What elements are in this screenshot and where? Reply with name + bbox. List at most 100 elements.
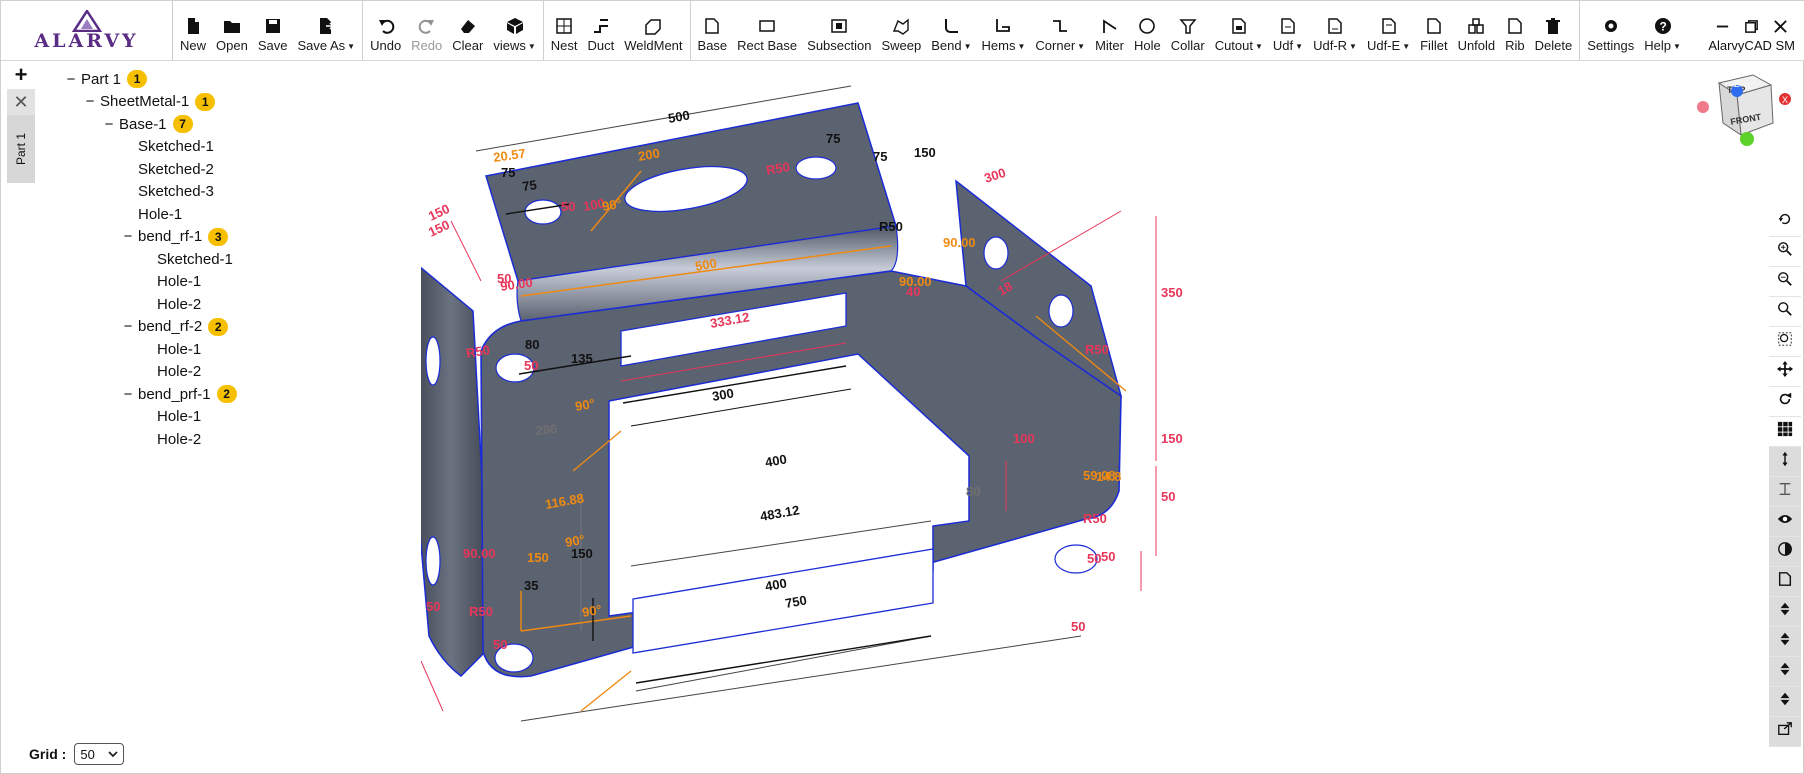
zoom-out-button[interactable] [1769,267,1801,297]
dimension-label[interactable]: 300 [982,165,1007,186]
close-icon[interactable] [1773,19,1788,34]
eye-button[interactable] [1769,507,1801,537]
help-button[interactable]: ?Help▼ [1639,1,1686,60]
grid-select[interactable]: 50 [74,743,125,765]
udfr-button[interactable]: Udf-R▼ [1308,1,1362,60]
new-button[interactable]: New [175,1,211,60]
dimension-label[interactable]: R50 [765,159,791,178]
settings-button[interactable]: Settings [1582,1,1639,60]
tree-node[interactable]: Hole-2 [61,293,237,316]
dimension-label[interactable]: 100 [1013,431,1035,446]
dimension-label[interactable]: 14.8 [1096,469,1121,484]
udfe-button[interactable]: Udf-E▼ [1362,1,1415,60]
collar-button[interactable]: Collar [1166,1,1210,60]
dimension-label[interactable]: 50 [426,599,440,614]
tree-node[interactable]: Sketched-1 [61,248,237,271]
dimension-label[interactable]: 90° [574,396,596,414]
add-part-button[interactable]: + [14,62,28,87]
dimension-label[interactable]: 90.00 [463,546,496,561]
corner-button[interactable]: Corner▼ [1030,1,1090,60]
dimension-label[interactable]: 90.00 [899,274,932,289]
tree-node[interactable]: Hole-1 [61,406,237,429]
maximize-icon[interactable] [1744,19,1759,34]
collapse-toggle-icon[interactable]: − [104,115,114,133]
dimension-label[interactable]: 150 [527,550,549,565]
bend-button[interactable]: Bend▼ [926,1,976,60]
zoom-in-button[interactable] [1769,237,1801,267]
dimension-label[interactable]: R50 [469,604,493,619]
dimension-label[interactable]: 150 [571,546,593,561]
unfold-button[interactable]: Unfold [1453,1,1501,60]
dimension-label[interactable]: 20.57 [492,146,526,165]
dimension-label[interactable]: 400 [764,575,788,594]
grid-button[interactable] [1769,417,1801,447]
dimension-label[interactable]: 75 [826,131,840,146]
dimension-label[interactable]: 350 [1161,285,1183,300]
dimension-label[interactable]: 18 [995,278,1015,298]
subsection-button[interactable]: Subsection [802,1,876,60]
dimension-label[interactable]: 50 [1087,551,1101,566]
dimension-label[interactable]: R50 [1085,342,1109,357]
view-cube[interactable]: TOP FRONT Z X [1691,65,1799,173]
undo-button[interactable]: Undo [365,1,406,60]
dimension-label[interactable]: 90° [601,196,623,214]
tree-node[interactable]: Sketched-3 [61,181,237,204]
hole-button[interactable]: Hole [1129,1,1166,60]
dimension-label[interactable]: 50 [493,637,507,652]
dimension-label[interactable]: 150 [1161,431,1183,446]
dimension-label[interactable]: 300 [711,385,735,404]
dimension-label[interactable]: 286 [535,421,558,438]
dimension-label[interactable]: 90° [564,532,586,550]
collapse-toggle-icon[interactable]: − [123,385,133,403]
collapse-toggle-icon[interactable]: − [123,318,133,336]
dimension-label[interactable]: 75 [873,149,887,164]
pan-button[interactable] [1769,357,1801,387]
delete-button[interactable]: Delete [1530,1,1578,60]
cutout-button[interactable]: Cutout▼ [1210,1,1268,60]
weldment-button[interactable]: WeldMent [619,1,687,60]
udf-button[interactable]: Udf▼ [1268,1,1308,60]
dimension-button[interactable] [1769,477,1801,507]
dimension-label[interactable]: 500 [694,255,718,274]
tree-node[interactable]: Hole-2 [61,428,237,451]
minimize-icon[interactable] [1715,19,1730,34]
dimension-label[interactable]: 750 [784,592,808,611]
saveas-button[interactable]: Save As▼ [292,1,360,60]
tree-node[interactable]: Sketched-2 [61,158,237,181]
zoom-window-button[interactable] [1769,297,1801,327]
zoom-fit-button[interactable] [1769,327,1801,357]
dimension-label[interactable]: 50 [524,358,538,373]
dimension-label[interactable]: 150 [914,145,936,160]
views-button[interactable]: views▼ [488,1,540,60]
tree-node[interactable]: Sketched-1 [61,136,237,159]
dimension-label[interactable]: 40 [906,284,920,299]
rectbase-button[interactable]: Rect Base [732,1,802,60]
updown-2-button[interactable] [1769,627,1801,657]
dimension-label[interactable]: 500 [667,107,691,126]
contrast-button[interactable] [1769,537,1801,567]
updown-4-button[interactable] [1769,687,1801,717]
dimension-label[interactable]: 50 [1071,619,1085,634]
dimension-label[interactable]: 90.00 [499,275,533,294]
dimension-label[interactable]: R50 [879,219,903,234]
dimension-label[interactable]: 90.00 [943,235,976,250]
dimension-label[interactable]: 50 [497,271,511,286]
tree-node[interactable]: Hole-2 [61,361,237,384]
tree-node[interactable]: Hole-1 [61,203,237,226]
dimension-label[interactable]: 333.12 [709,309,751,331]
dimension-label[interactable]: 59.08 [1083,468,1116,483]
dimension-label[interactable]: 135 [571,351,593,366]
tab-part-1[interactable]: Part 1 [7,115,35,183]
dimension-label[interactable]: 50 [1101,549,1115,564]
dimension-label[interactable]: 400 [764,451,788,470]
tree-node[interactable]: Hole-1 [61,271,237,294]
duct-button[interactable]: Duct [583,1,620,60]
fillet-button[interactable]: Fillet [1415,1,1452,60]
